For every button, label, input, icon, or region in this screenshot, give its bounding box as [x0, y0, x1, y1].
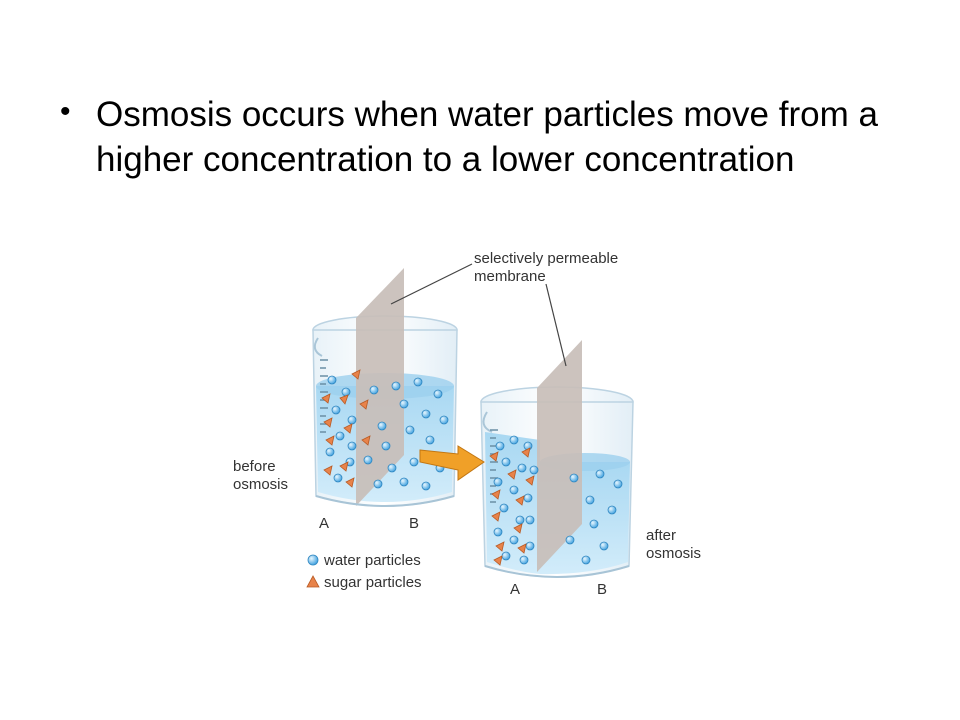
membrane-before [356, 268, 404, 506]
before-label-line1: before [233, 458, 276, 475]
membrane-leader-line-2 [545, 283, 567, 367]
membrane-leader-line-1 [390, 263, 473, 305]
beaker-before [312, 268, 458, 507]
sugar-particles-before [321, 369, 371, 488]
legend-water-label: water particles [323, 552, 421, 569]
water-particle-icon [307, 554, 319, 566]
sugar-particle-icon [306, 575, 320, 588]
legend: water particles sugar particles [306, 552, 422, 591]
before-side-b-label: B [409, 515, 419, 532]
after-side-b-label: B [597, 581, 607, 598]
membrane-label-line2: membrane [474, 268, 546, 285]
before-side-a-label: A [319, 515, 329, 532]
sugar-particles-after [489, 447, 535, 566]
bullet-text: Osmosis occurs when water particles move… [96, 95, 878, 179]
after-side-a-label: A [510, 581, 520, 598]
membrane-label-line1: selectively permeable [474, 250, 618, 267]
water-particles-after [493, 435, 623, 565]
after-label-line1: after [646, 527, 676, 544]
water-particles-before [325, 375, 449, 491]
before-label-line2: osmosis [233, 476, 288, 493]
legend-sugar-label: sugar particles [324, 574, 422, 591]
membrane-after [537, 340, 582, 572]
after-label-line2: osmosis [646, 545, 701, 562]
beaker-after [480, 340, 634, 578]
arrow-icon [419, 445, 485, 481]
bullet-dot-icon: • [60, 95, 71, 128]
